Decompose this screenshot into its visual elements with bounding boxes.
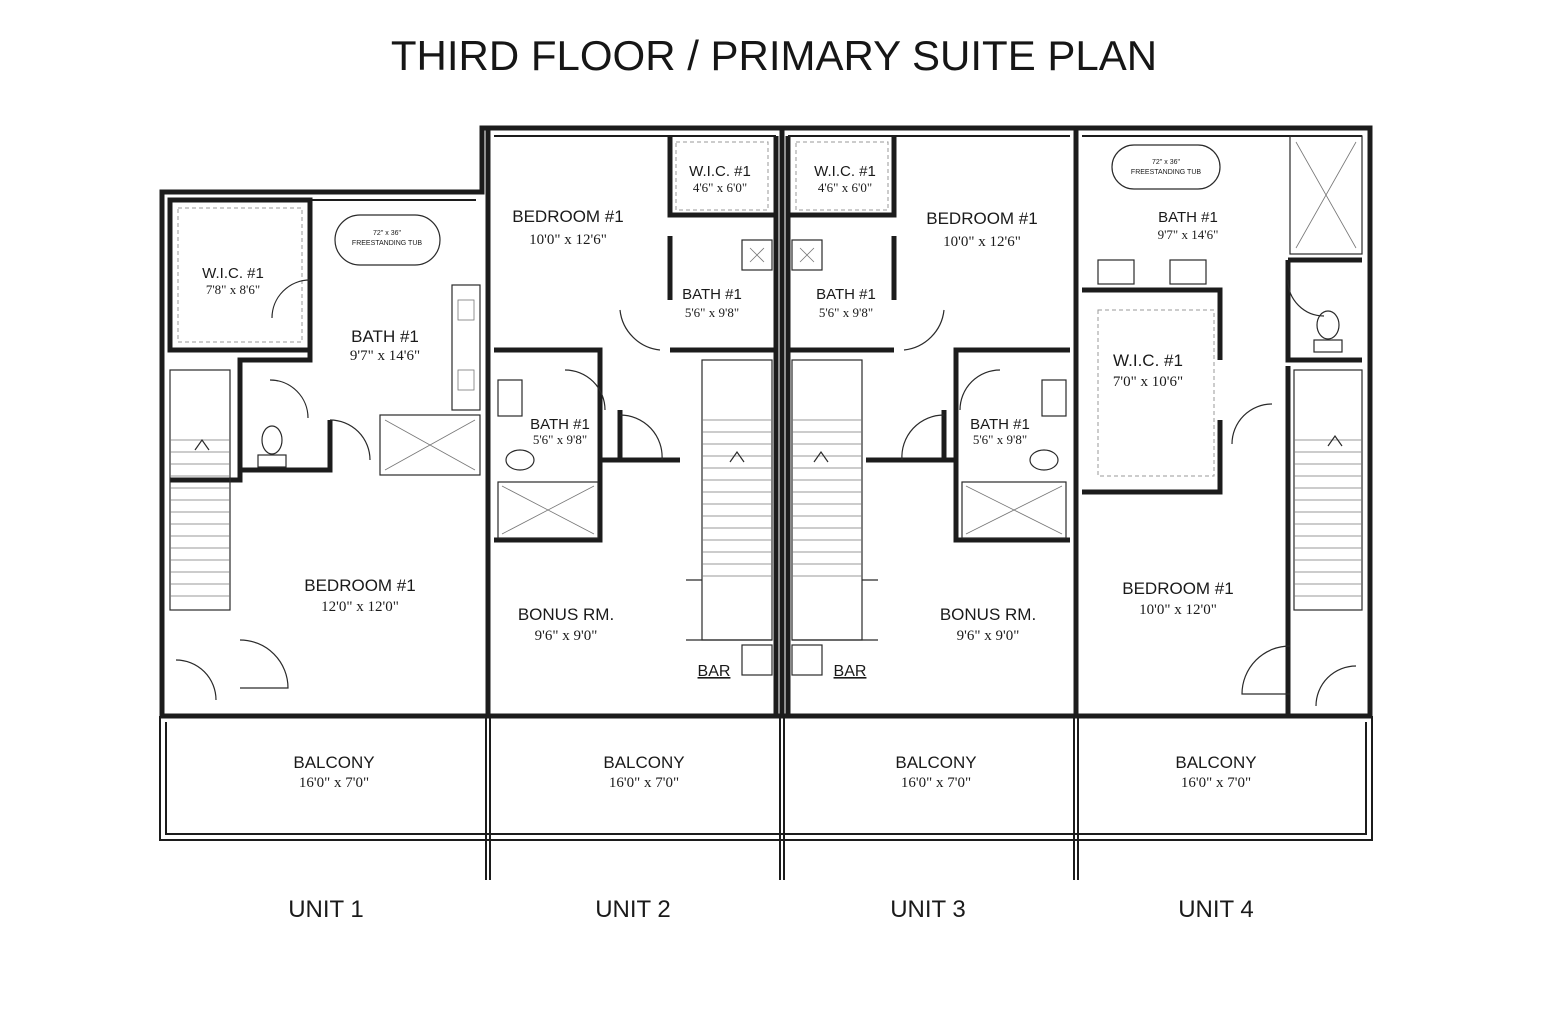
unit-2-label: UNIT 2 <box>595 896 671 923</box>
unit-2-bonus-name: BONUS RM. <box>518 605 614 624</box>
unit-3-bonus-name: BONUS RM. <box>940 605 1036 624</box>
unit-2-bath2-size: 5'6" x 9'8" <box>533 432 587 447</box>
unit-3-balcony-size: 16'0" x 7'0" <box>901 775 971 791</box>
unit-3-bedroom-name: BEDROOM #1 <box>926 209 1037 228</box>
unit-4-wic-size: 7'0" x 10'6" <box>1113 374 1183 390</box>
unit-1-bedroom-name: BEDROOM #1 <box>304 576 415 595</box>
unit-4-balcony-name: BALCONY <box>1175 753 1256 772</box>
plan-title: THIRD FLOOR / PRIMARY SUITE PLAN <box>391 32 1157 79</box>
unit-2-bar: BAR <box>698 663 731 680</box>
unit-4-stair-treads <box>1294 434 1362 597</box>
unit-3-stair-treads <box>792 419 878 641</box>
unit-2-bedroom-name: BEDROOM #1 <box>512 207 623 226</box>
unit-3-balcony-name: BALCONY <box>895 753 976 772</box>
unit-2-bath2-name: BATH #1 <box>530 416 590 433</box>
unit-2-bonus-size: 9'6" x 9'0" <box>535 628 598 644</box>
unit-1-tub-label: FREESTANDING TUB <box>352 240 422 247</box>
unit-3-bath2-size: 5'6" x 9'8" <box>973 432 1027 447</box>
unit-3-plan <box>785 136 1070 715</box>
unit-4-bedroom-size: 10'0" x 12'0" <box>1139 602 1217 618</box>
unit-4-bath-name: BATH #1 <box>1158 209 1218 226</box>
unit-1-wic-size: 7'8" x 8'6" <box>206 282 260 297</box>
unit-1-stair-treads <box>170 438 230 597</box>
unit-2-bath-name: BATH #1 <box>682 286 742 303</box>
unit-3-bath-size: 5'6" x 9'8" <box>819 305 873 320</box>
unit-3-bar: BAR <box>834 663 867 680</box>
unit-2-stair-treads <box>686 419 772 641</box>
unit-1-tub-size: 72" x 36" <box>373 230 401 237</box>
unit-3-bonus-size: 9'6" x 9'0" <box>957 628 1020 644</box>
unit-2-wic-name: W.I.C. #1 <box>689 163 751 180</box>
unit-3-wic-name: W.I.C. #1 <box>814 163 876 180</box>
unit-1-plan <box>167 197 481 701</box>
unit-2-bath-size: 5'6" x 9'8" <box>685 305 739 320</box>
unit-2-balcony-size: 16'0" x 7'0" <box>609 775 679 791</box>
exterior-walls <box>159 125 1373 719</box>
unit-2-plan <box>494 136 779 715</box>
unit-4-label: UNIT 4 <box>1178 896 1254 923</box>
balconies <box>159 716 1373 880</box>
unit-3-bath-name: BATH #1 <box>816 286 876 303</box>
unit-4-tub-label: FREESTANDING TUB <box>1131 169 1201 176</box>
unit-1-bath-size: 9'7" x 14'6" <box>350 348 420 364</box>
unit-1-balcony-size: 16'0" x 7'0" <box>299 775 369 791</box>
unit-1-wic-name: W.I.C. #1 <box>202 265 264 282</box>
unit-1-balcony-name: BALCONY <box>293 753 374 772</box>
unit-2-wic-size: 4'6" x 6'0" <box>693 180 747 195</box>
unit-1-bath-name: BATH #1 <box>351 327 419 346</box>
unit-4-bedroom-name: BEDROOM #1 <box>1122 579 1233 598</box>
unit-4-wic-name: W.I.C. #1 <box>1113 351 1183 370</box>
unit-3-label: UNIT 3 <box>890 896 966 923</box>
unit-3-wic-size: 4'6" x 6'0" <box>818 180 872 195</box>
unit-1-bedroom-size: 12'0" x 12'0" <box>321 599 399 615</box>
unit-2-balcony-name: BALCONY <box>603 753 684 772</box>
unit-4-tub-size: 72" x 36" <box>1152 159 1180 166</box>
unit-2-bedroom-size: 10'0" x 12'6" <box>529 232 607 248</box>
unit-1-label: UNIT 1 <box>288 896 364 923</box>
unit-4-plan <box>1082 135 1363 716</box>
unit-3-bath2-name: BATH #1 <box>970 416 1030 433</box>
unit-3-bedroom-size: 10'0" x 12'6" <box>943 234 1021 250</box>
unit-4-balcony-size: 16'0" x 7'0" <box>1181 775 1251 791</box>
unit-4-bath-size: 9'7" x 14'6" <box>1158 227 1219 242</box>
